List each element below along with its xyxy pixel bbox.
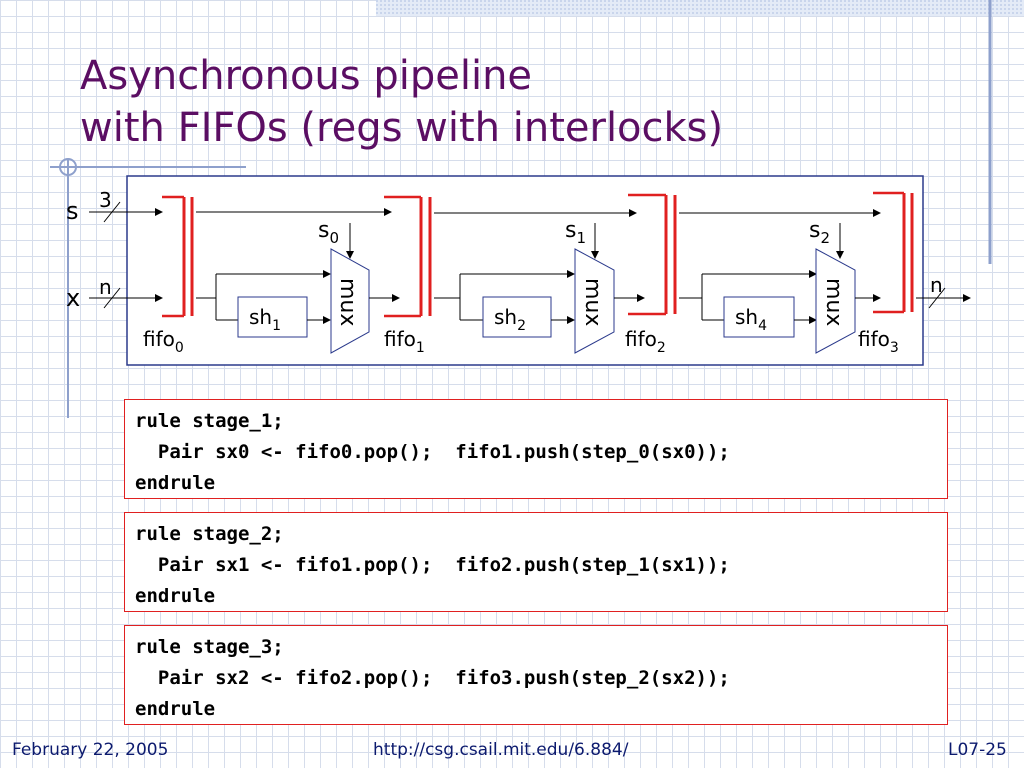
code-block-stage-1: rule stage_1; Pair sx0 <- fifo0.pop(); f… bbox=[124, 399, 948, 499]
fifo-3-label: fifo3 bbox=[858, 327, 899, 356]
fifo-2 bbox=[628, 193, 677, 316]
code-line: endrule bbox=[135, 472, 216, 494]
fifo-1 bbox=[384, 195, 432, 318]
mux-3-label: mux bbox=[821, 278, 846, 326]
shifter-1 bbox=[237, 296, 308, 338]
footer-url[interactable]: http://csg.csail.mit.edu/6.884/ bbox=[373, 740, 629, 760]
input-s-width: 3 bbox=[99, 188, 112, 212]
fifo-3 bbox=[873, 191, 914, 314]
mux-3 bbox=[815, 248, 856, 354]
footer-slide-number: L07-25 bbox=[948, 740, 1007, 760]
fifo-0 bbox=[162, 195, 194, 318]
select-0-label: s0 bbox=[318, 218, 339, 247]
mux-1 bbox=[330, 248, 370, 354]
output-width: n bbox=[930, 273, 943, 297]
fifo-0-label: fifo0 bbox=[143, 327, 184, 356]
code-line: rule stage_1; bbox=[135, 410, 284, 432]
fifo-2-label: fifo2 bbox=[625, 327, 666, 356]
shifter-2 bbox=[482, 296, 552, 338]
input-x-label: x bbox=[66, 284, 80, 312]
code-line: rule stage_3; bbox=[135, 636, 284, 658]
title-line-2: with FIFOs (regs with interlocks) bbox=[80, 105, 724, 151]
shifter-4 bbox=[723, 296, 795, 338]
code-line: endrule bbox=[135, 698, 216, 720]
mux-2 bbox=[574, 248, 615, 354]
output-slash bbox=[928, 287, 946, 309]
select-2-label: s2 bbox=[809, 218, 830, 247]
code-block-stage-2: rule stage_2; Pair sx1 <- fifo1.pop(); f… bbox=[124, 512, 948, 612]
shifter-4-label: sh4 bbox=[735, 305, 767, 334]
code-line: rule stage_2; bbox=[135, 523, 284, 545]
mux-2-label: mux bbox=[580, 278, 605, 326]
input-x-width: n bbox=[99, 275, 112, 299]
input-s-slash bbox=[103, 201, 121, 223]
fifo-1-label: fifo1 bbox=[384, 327, 425, 356]
select-1-label: s1 bbox=[565, 218, 586, 247]
code-block-stage-3: rule stage_3; Pair sx2 <- fifo2.pop(); f… bbox=[124, 625, 948, 725]
code-line: Pair sx0 <- fifo0.pop(); fifo1.push(step… bbox=[135, 441, 730, 463]
shifter-1-label: sh1 bbox=[249, 305, 281, 334]
footer-date: February 22, 2005 bbox=[12, 740, 169, 760]
input-s-label: s bbox=[66, 197, 79, 225]
mux-1-label: mux bbox=[335, 278, 360, 326]
input-x-slash bbox=[103, 287, 121, 309]
code-line: endrule bbox=[135, 585, 216, 607]
code-line: Pair sx2 <- fifo2.pop(); fifo3.push(step… bbox=[135, 667, 730, 689]
shifter-2-label: sh2 bbox=[494, 305, 526, 334]
title-line-1: Asynchronous pipeline bbox=[80, 53, 533, 99]
slide-title: Asynchronous pipeline with FIFOs (regs w… bbox=[80, 50, 723, 154]
top-hatched-band bbox=[376, 0, 1024, 16]
code-line: Pair sx1 <- fifo1.pop(); fifo2.push(step… bbox=[135, 554, 730, 576]
rule-circle bbox=[59, 158, 77, 176]
